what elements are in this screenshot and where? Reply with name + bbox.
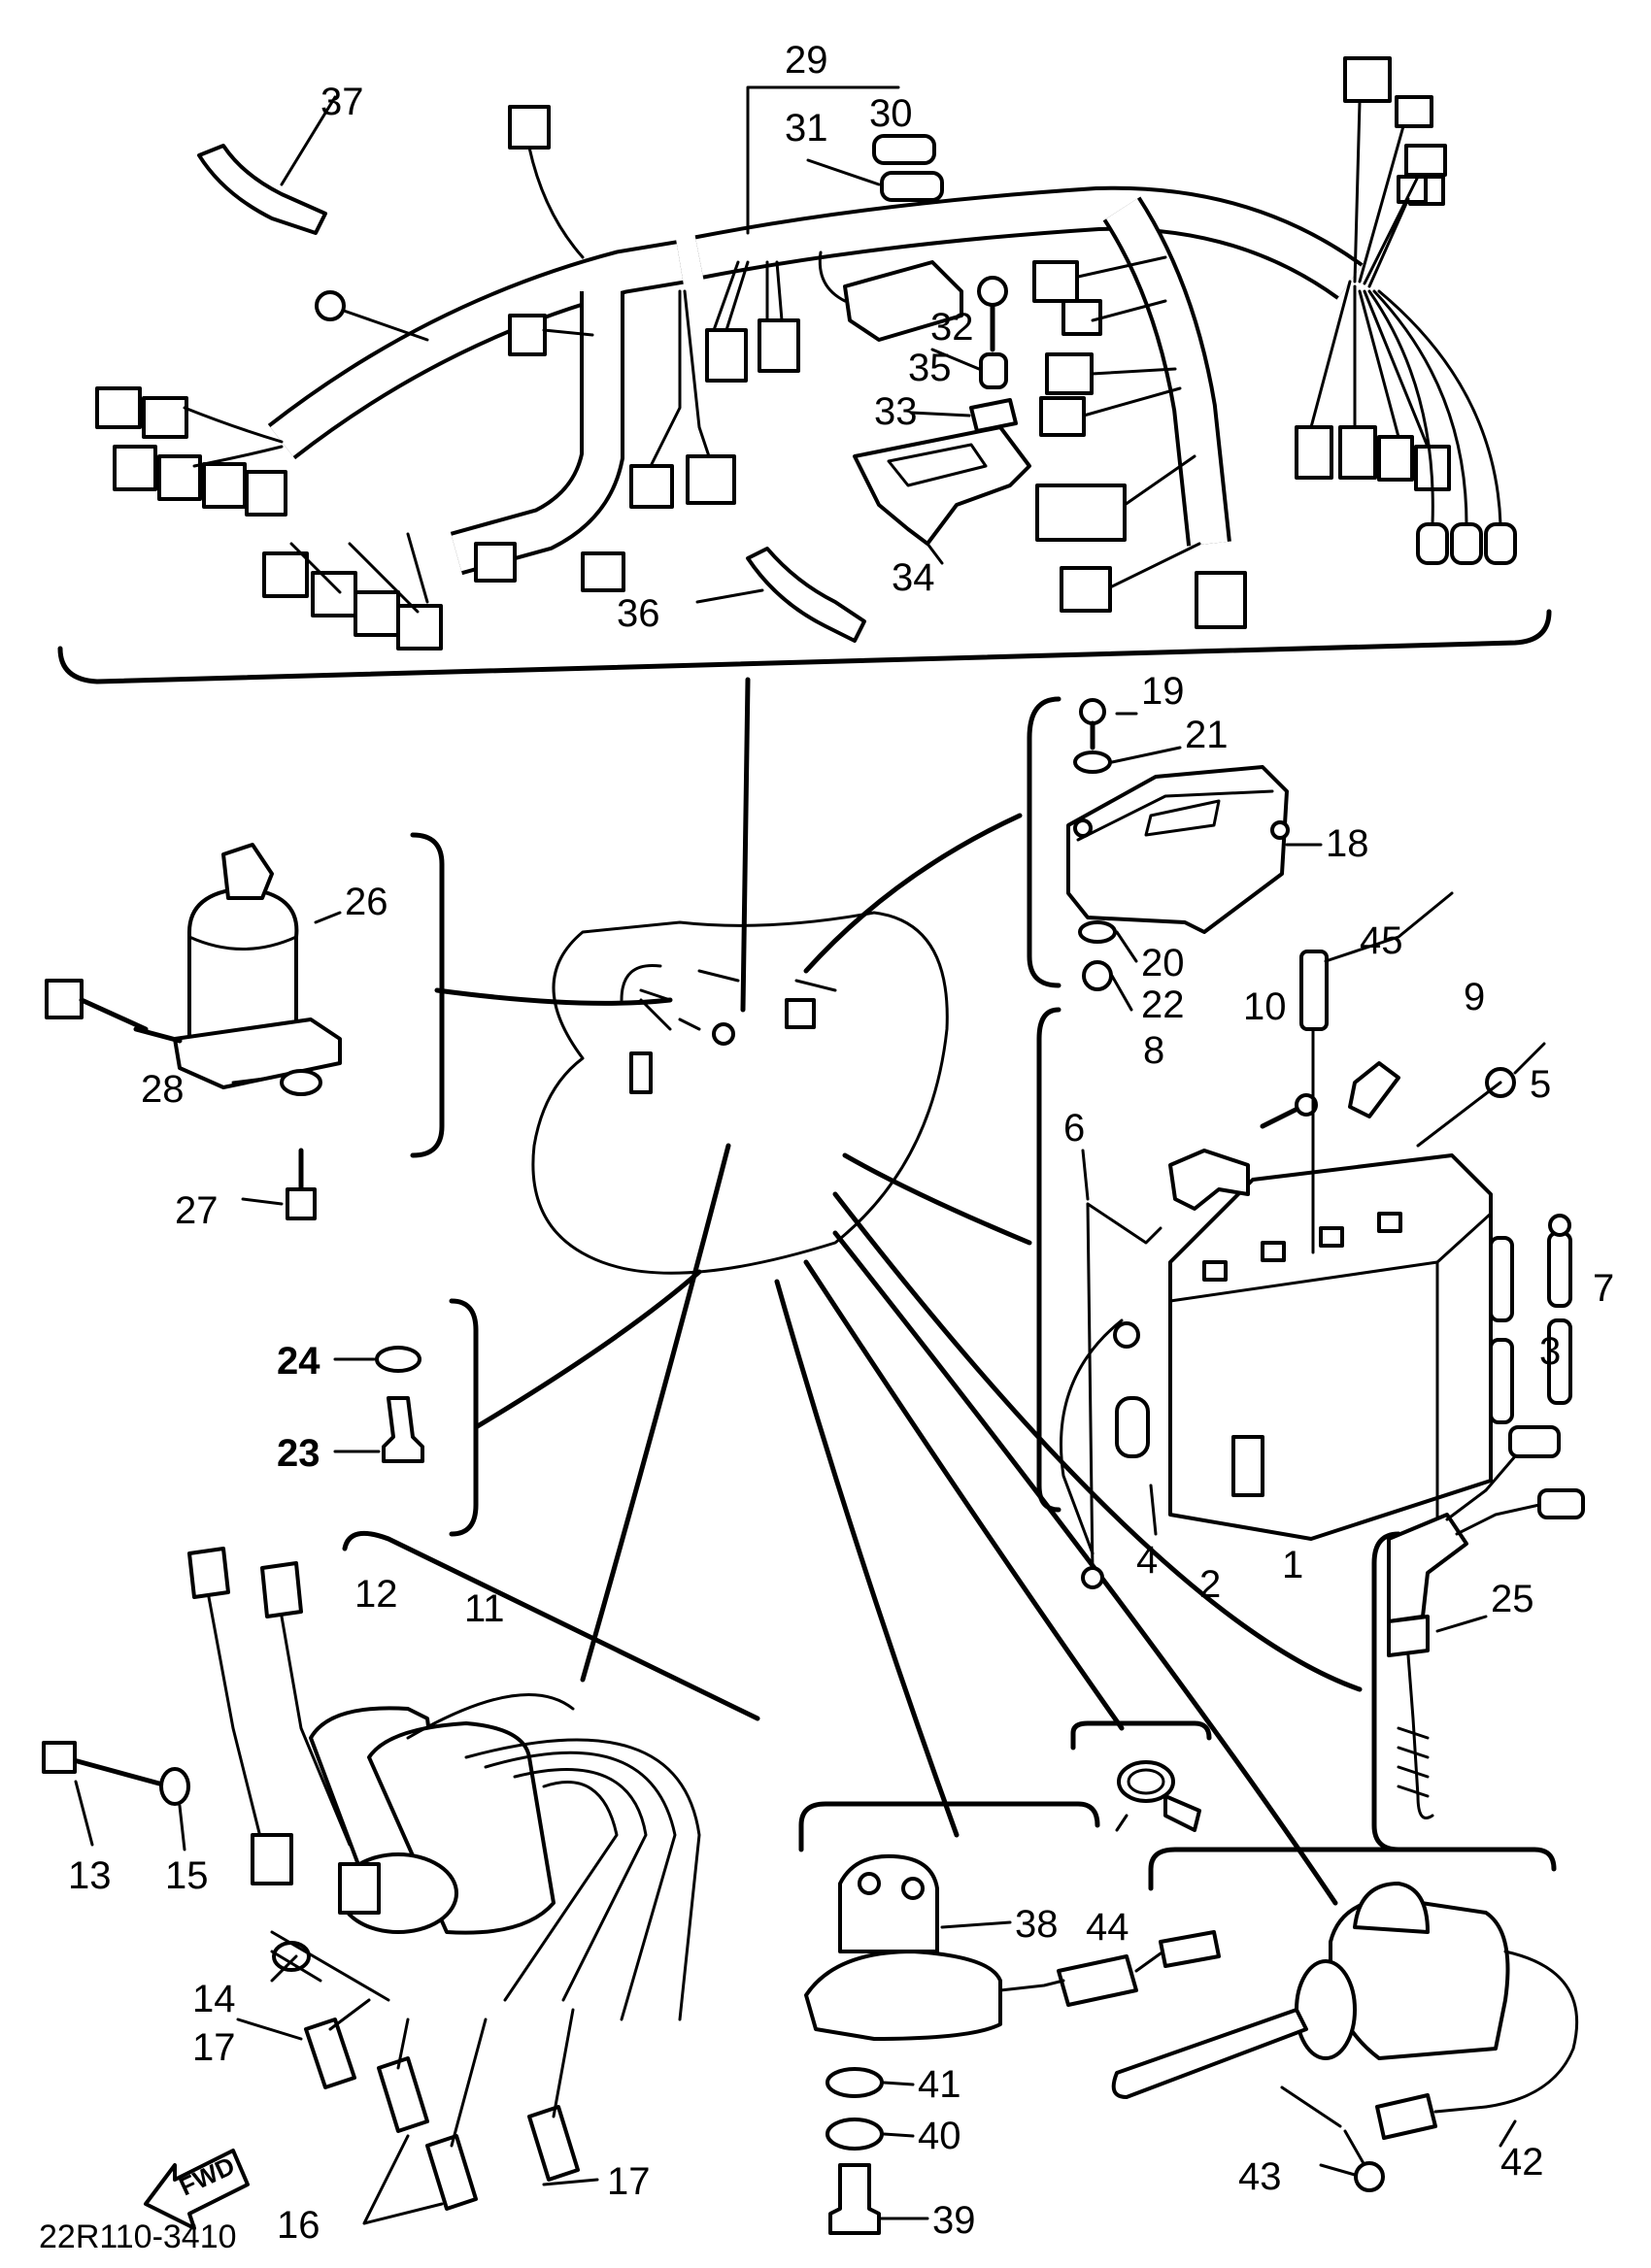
callout-37: 37 [320,81,364,123]
callout-43: 43 [1238,2155,1282,2198]
callout-27: 27 [175,1189,219,1232]
callout-5: 5 [1530,1063,1551,1106]
callout-35: 35 [908,347,952,389]
callout-28: 28 [141,1068,185,1111]
callout-16: 16 [277,2204,320,2247]
callout-44: 44 [1086,1906,1129,1949]
callout-42: 42 [1500,2141,1544,2184]
callout-3: 3 [1539,1330,1561,1373]
callout-36: 36 [617,592,660,635]
callout-12: 12 [354,1573,398,1616]
callout-14: 14 [192,1978,236,2020]
callout-labels: 1 2 3 4 5 6 7 8 9 10 11 12 13 14 15 16 1… [39,39,1614,2255]
callout-10: 10 [1243,985,1287,1028]
connector-leaders [434,677,1363,1906]
callout-38: 38 [1015,1903,1059,1946]
main-switch-group [45,832,445,1220]
callout-41: 41 [918,2063,961,2106]
callout-23: 23 [277,1432,320,1475]
callout-26: 26 [345,881,388,923]
callout-6: 6 [1063,1107,1085,1150]
callout-17a: 17 [192,2026,236,2069]
drawing-code: 22R110-3410 [39,2218,237,2255]
callout-19: 19 [1141,670,1185,713]
callout-15: 15 [165,1854,209,1897]
callout-24: 24 [277,1340,320,1383]
callout-18: 18 [1326,822,1369,865]
callout-30: 30 [869,92,913,135]
neutral-switch-group [333,1298,479,1537]
callout-21: 21 [1185,714,1229,756]
switch-group-25 [1371,1425,1585,1852]
callout-9: 9 [1464,976,1485,1018]
callout-22: 22 [1141,984,1185,1026]
callout-17b: 17 [607,2160,651,2203]
callout-1: 1 [1282,1544,1303,1586]
callout-20: 20 [1141,942,1185,984]
callout-39: 39 [932,2199,976,2242]
callout-33: 33 [874,390,918,433]
motorcycle-outline [531,911,949,1275]
callout-29: 29 [785,39,828,82]
callout-13: 13 [68,1854,112,1897]
callout-40: 40 [918,2115,961,2157]
regulator-group [1027,696,1323,1012]
callout-2: 2 [1199,1563,1221,1606]
callout-11: 11 [464,1587,505,1630]
callout-8: 8 [1143,1029,1164,1072]
ignition-coil-group: FWD [42,1530,760,2230]
callout-25: 25 [1491,1578,1534,1620]
clamp-group [1070,1720,1212,1832]
callout-34: 34 [892,556,935,599]
solenoid-group [1111,1847,1579,2192]
callout-32: 32 [930,306,974,349]
callout-31: 31 [785,107,828,150]
callout-45: 45 [1360,919,1403,962]
callout-7: 7 [1593,1267,1614,1310]
callout-4: 4 [1136,1539,1158,1582]
horn-group [798,1801,1221,2235]
battery-group [1036,891,1572,1589]
wire-harness-group [57,56,1552,684]
